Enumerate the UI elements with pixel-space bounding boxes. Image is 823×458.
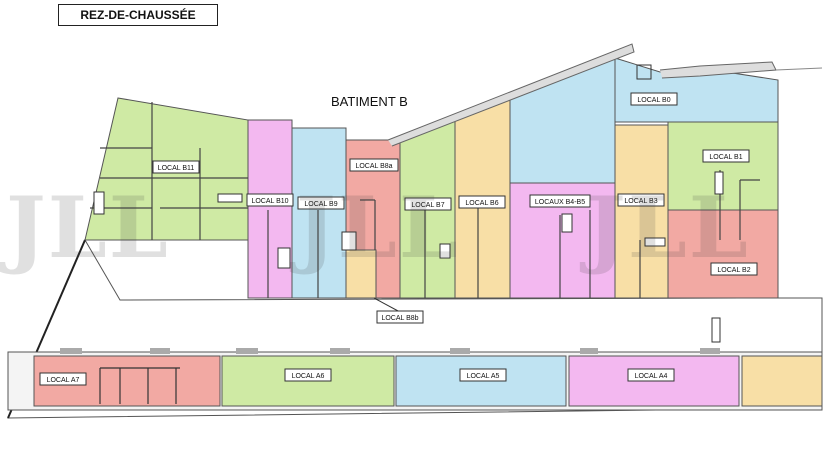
unit-b0-area[interactable]	[614, 57, 779, 123]
svg-text:LOCAUX B4-B5: LOCAUX B4-B5	[535, 199, 585, 206]
unit-b9-area[interactable]	[291, 127, 347, 299]
label-local-b8a: LOCAL B8a	[349, 158, 399, 172]
svg-text:LOCAL B2: LOCAL B2	[717, 267, 750, 274]
label-local-b0: LOCAL B0	[630, 92, 678, 106]
label-local-b9: LOCAL B9	[297, 196, 345, 210]
svg-text:LOCAL B8b: LOCAL B8b	[381, 315, 418, 322]
svg-text:LOCAL B1: LOCAL B1	[709, 154, 742, 161]
label-local-b10: LOCAL B10	[246, 193, 294, 207]
label-local-b7: LOCAL B7	[404, 197, 452, 211]
svg-text:LOCAL B9: LOCAL B9	[304, 201, 337, 208]
svg-text:LOCAL A6: LOCAL A6	[292, 373, 325, 380]
label-local-b2: LOCAL B2	[710, 262, 758, 276]
svg-text:LOCAL B3: LOCAL B3	[624, 198, 657, 205]
label-locaux-b4-b5: LOCAUX B4-B5	[529, 194, 591, 208]
svg-text:LOCAL B6: LOCAL B6	[465, 200, 498, 207]
unit-a3-area[interactable]	[741, 355, 823, 407]
building-label: BATIMENT B	[331, 94, 408, 109]
unit-b2-area[interactable]	[667, 209, 779, 299]
unit-b1-area[interactable]	[667, 121, 779, 211]
label-local-a7: LOCAL A7	[39, 372, 87, 386]
label-local-b1: LOCAL B1	[702, 149, 750, 163]
svg-text:LOCAL A5: LOCAL A5	[467, 373, 500, 380]
svg-text:LOCAL B0: LOCAL B0	[637, 97, 670, 104]
floor-title: REZ-DE-CHAUSSÉE	[58, 4, 218, 26]
unit-b8b-area[interactable]	[345, 249, 377, 299]
label-local-b11: LOCAL B11	[152, 160, 200, 174]
label-local-a6: LOCAL A6	[284, 368, 332, 382]
unit-b3-area[interactable]	[614, 124, 669, 299]
unit-b10-area[interactable]	[247, 119, 293, 299]
label-local-b3: LOCAL B3	[617, 193, 665, 207]
label-local-a5: LOCAL A5	[459, 368, 507, 382]
label-local-a4: LOCAL A4	[627, 368, 675, 382]
svg-text:LOCAL B8a: LOCAL B8a	[355, 163, 392, 170]
svg-text:LOCAL A7: LOCAL A7	[47, 377, 80, 384]
svg-text:LOCAL B7: LOCAL B7	[411, 202, 444, 209]
label-local-b8b: LOCAL B8b	[376, 310, 424, 324]
svg-text:LOCAL A4: LOCAL A4	[635, 373, 668, 380]
label-local-b6: LOCAL B6	[458, 195, 506, 209]
svg-text:LOCAL B11: LOCAL B11	[158, 165, 195, 172]
svg-text:LOCAL B10: LOCAL B10	[251, 198, 288, 205]
